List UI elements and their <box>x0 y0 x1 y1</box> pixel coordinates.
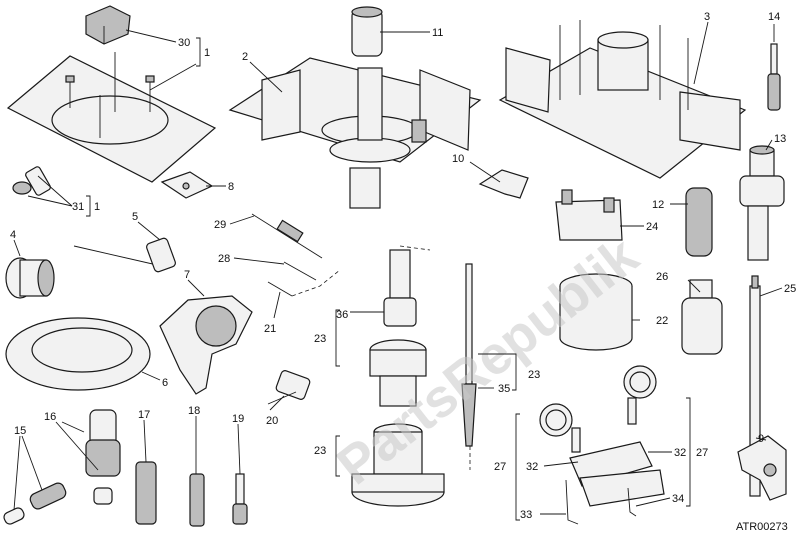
callout-27-right: 27 <box>696 447 708 459</box>
part-35-rod <box>461 263 477 470</box>
part-33-rod <box>565 479 579 525</box>
callout-19: 19 <box>232 413 244 425</box>
part-26-puller <box>681 279 723 355</box>
callout-18: 18 <box>188 405 200 417</box>
callout-22: 22 <box>656 315 668 327</box>
callout-35: 35 <box>498 383 510 395</box>
callout-29: 29 <box>214 219 226 231</box>
part-17-pin <box>135 461 157 525</box>
callout-4: 4 <box>10 229 16 241</box>
part-32-gauge-support <box>569 441 665 507</box>
callout-13: 13 <box>774 133 786 145</box>
callout-30: 30 <box>178 37 190 49</box>
part-30-block <box>85 5 131 45</box>
part-23-upper-tool <box>369 339 427 407</box>
callout-15: 15 <box>14 425 26 437</box>
drawing-code: ATR00273 <box>736 521 788 533</box>
callout-7: 7 <box>184 269 190 281</box>
callout-12: 12 <box>652 199 664 211</box>
callout-5: 5 <box>132 211 138 223</box>
leader-lines <box>13 21 783 521</box>
part-29-tool <box>251 213 323 259</box>
callout-36: 36 <box>336 309 348 321</box>
part-22-ring <box>559 273 633 351</box>
part-24-bar <box>555 189 623 241</box>
part-6-ring-gear <box>5 317 151 391</box>
callout-labels: 30 1 1 31 1 2 11 3 14 13 8 10 12 24 4 5 … <box>10 11 796 521</box>
callout-28: 28 <box>218 253 230 265</box>
part-27-dial-gauge-left <box>539 403 581 453</box>
callout-11: 11 <box>432 27 443 39</box>
callout-8: 8 <box>228 181 234 193</box>
callout-14: 14 <box>768 11 780 23</box>
part-27-dial-gauge-right <box>623 365 657 425</box>
callout-26: 26 <box>656 271 668 283</box>
callout-16: 16 <box>44 411 56 423</box>
callout-24: 24 <box>646 221 658 233</box>
callout-17: 17 <box>138 409 150 421</box>
part-31-adapter <box>12 166 51 196</box>
part-18-pin <box>189 473 205 527</box>
part-20-handle <box>267 370 311 405</box>
part-4-hub <box>5 257 55 299</box>
part-12-sleeve <box>685 187 713 257</box>
callout-6: 6 <box>162 377 168 389</box>
part-16-tool <box>85 409 121 505</box>
callout-1-lower: 1 <box>94 201 100 213</box>
callout-23-right: 23 <box>528 369 540 381</box>
callout-23-lower: 23 <box>314 445 326 457</box>
callout-27-left: 27 <box>494 461 506 473</box>
part-28-pin <box>283 261 317 281</box>
part-21-pin <box>267 269 341 297</box>
part-5-rod <box>73 237 176 273</box>
callout-33: 33 <box>520 509 532 521</box>
part-13-mandrel <box>739 145 785 261</box>
callout-25: 25 <box>784 283 796 295</box>
callout-10: 10 <box>452 153 464 165</box>
part-11-cylinder <box>351 6 383 57</box>
callout-34: 34 <box>672 493 684 505</box>
callout-20: 20 <box>266 415 278 427</box>
callout-32-right: 32 <box>674 447 686 459</box>
part-19-pin <box>232 473 248 525</box>
callout-21: 21 <box>264 323 276 335</box>
part-2-stand <box>228 57 482 209</box>
part-15-pins <box>3 482 67 525</box>
callout-32-left: 32 <box>526 461 538 473</box>
part-9-bracket <box>737 435 787 501</box>
part-1-base-plate <box>6 52 217 183</box>
part-8-plate <box>160 171 214 199</box>
callout-9: 9 <box>758 433 764 445</box>
part-7-locking-plate <box>159 295 253 395</box>
callout-3: 3 <box>704 11 710 23</box>
part-14-stud <box>767 43 781 111</box>
part-10-bracket <box>478 169 529 199</box>
callout-1-upper: 1 <box>204 47 210 59</box>
part-3-fixture <box>498 20 747 179</box>
part-34-rod <box>627 487 637 517</box>
part-23-lower-tool <box>351 423 445 507</box>
callout-31: 31 <box>72 201 84 213</box>
callout-23-middle: 23 <box>314 333 326 345</box>
callout-2: 2 <box>242 51 248 63</box>
part-25-rod <box>749 275 761 497</box>
part-36-tool <box>383 245 431 327</box>
